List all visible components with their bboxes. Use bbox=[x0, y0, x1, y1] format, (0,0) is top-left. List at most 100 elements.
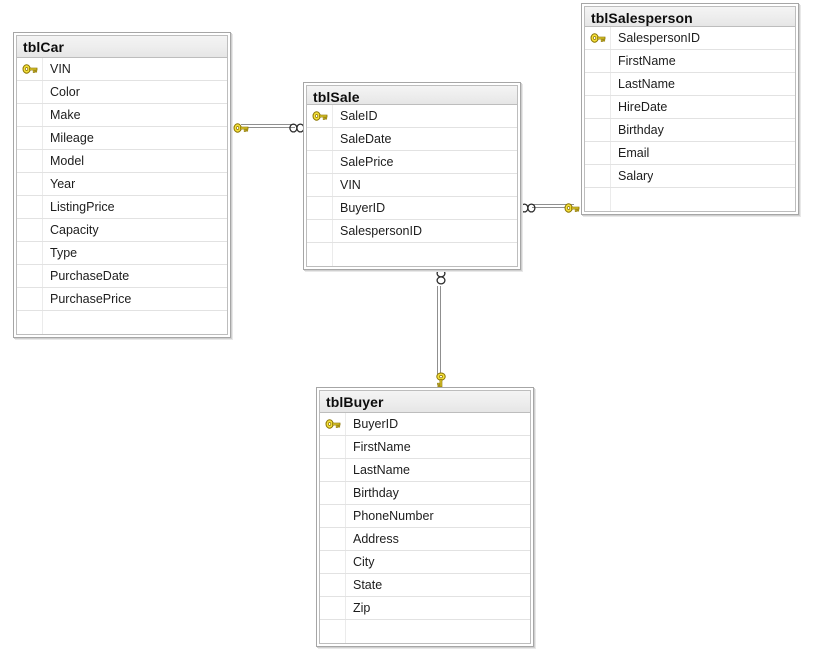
field-row[interactable]: HireDate bbox=[585, 96, 795, 119]
relationship-endpoint-infinity-many bbox=[432, 268, 450, 286]
field-row[interactable]: Zip bbox=[320, 597, 530, 620]
primary-key-gutter bbox=[307, 105, 333, 127]
field-row[interactable]: Birthday bbox=[585, 119, 795, 142]
field-row[interactable]: Address bbox=[320, 528, 530, 551]
table-title-tblBuyer[interactable]: tblBuyer bbox=[320, 391, 530, 413]
field-name: Make bbox=[50, 108, 81, 122]
field-row[interactable]: SalePrice bbox=[307, 151, 517, 174]
field-gutter bbox=[320, 574, 346, 596]
field-row[interactable]: LastName bbox=[320, 459, 530, 482]
field-row[interactable]: SalespersonID bbox=[585, 27, 795, 50]
field-row[interactable]: SalespersonID bbox=[307, 220, 517, 243]
primary-key-gutter bbox=[320, 413, 346, 435]
relationship-line bbox=[241, 124, 295, 128]
field-row[interactable]: State bbox=[320, 574, 530, 597]
field-row[interactable]: Model bbox=[17, 150, 227, 173]
field-gutter bbox=[17, 288, 43, 310]
field-row[interactable]: BuyerID bbox=[320, 413, 530, 436]
field-gutter bbox=[17, 196, 43, 218]
field-name: ListingPrice bbox=[50, 200, 115, 214]
field-name: LastName bbox=[353, 463, 410, 477]
key-icon bbox=[436, 372, 446, 388]
table-title-tblSalesperson[interactable]: tblSalesperson bbox=[585, 7, 795, 27]
field-name: PurchaseDate bbox=[50, 269, 130, 283]
relationship-endpoint-key-one bbox=[563, 199, 581, 217]
infinity-icon bbox=[436, 269, 446, 285]
field-gutter bbox=[320, 482, 346, 504]
key-icon bbox=[325, 419, 340, 429]
field-row[interactable]: Type bbox=[17, 242, 227, 265]
field-row[interactable]: LastName bbox=[585, 73, 795, 96]
field-row[interactable]: Year bbox=[17, 173, 227, 196]
field-row[interactable]: Email bbox=[585, 142, 795, 165]
field-row[interactable]: Birthday bbox=[320, 482, 530, 505]
field-gutter bbox=[320, 505, 346, 527]
field-row-empty[interactable] bbox=[585, 188, 795, 211]
field-gutter bbox=[585, 119, 611, 141]
field-row[interactable]: PurchasePrice bbox=[17, 288, 227, 311]
field-name: Birthday bbox=[353, 486, 399, 500]
field-row[interactable]: PhoneNumber bbox=[320, 505, 530, 528]
key-icon bbox=[312, 111, 327, 121]
table-title-tblCar[interactable]: tblCar bbox=[17, 36, 227, 58]
field-row-empty[interactable] bbox=[307, 243, 517, 266]
field-gutter bbox=[307, 243, 333, 266]
field-row[interactable]: BuyerID bbox=[307, 197, 517, 220]
field-row[interactable]: Color bbox=[17, 81, 227, 104]
primary-key-gutter bbox=[17, 58, 43, 80]
field-gutter bbox=[585, 165, 611, 187]
field-name: Model bbox=[50, 154, 85, 168]
field-gutter bbox=[320, 551, 346, 573]
field-name: Type bbox=[50, 246, 78, 260]
field-row[interactable]: ListingPrice bbox=[17, 196, 227, 219]
field-row[interactable]: Salary bbox=[585, 165, 795, 188]
field-name: Year bbox=[50, 177, 76, 191]
field-name: BuyerID bbox=[353, 417, 399, 431]
field-row[interactable]: VIN bbox=[17, 58, 227, 81]
field-gutter bbox=[17, 81, 43, 103]
field-gutter bbox=[307, 220, 333, 242]
field-row[interactable]: City bbox=[320, 551, 530, 574]
field-name: Birthday bbox=[618, 123, 664, 137]
field-gutter bbox=[307, 151, 333, 173]
relationship-line bbox=[437, 286, 441, 374]
field-row[interactable]: FirstName bbox=[585, 50, 795, 73]
field-row-empty[interactable] bbox=[17, 311, 227, 334]
field-row[interactable]: VIN bbox=[307, 174, 517, 197]
field-gutter bbox=[307, 197, 333, 219]
field-name: City bbox=[353, 555, 375, 569]
relationship-endpoint-key-one bbox=[232, 119, 250, 137]
field-name: FirstName bbox=[618, 54, 676, 68]
field-gutter bbox=[585, 50, 611, 72]
field-row[interactable]: Make bbox=[17, 104, 227, 127]
key-icon bbox=[22, 64, 37, 74]
field-row[interactable]: SaleID bbox=[307, 105, 517, 128]
field-name: PurchasePrice bbox=[50, 292, 132, 306]
relationship-endpoint-infinity-many bbox=[519, 199, 537, 217]
field-gutter bbox=[585, 188, 611, 211]
field-name: LastName bbox=[618, 77, 675, 91]
field-row[interactable]: Mileage bbox=[17, 127, 227, 150]
field-gutter bbox=[320, 620, 346, 643]
field-row[interactable]: SaleDate bbox=[307, 128, 517, 151]
field-gutter bbox=[17, 173, 43, 195]
field-name: VIN bbox=[340, 178, 361, 192]
field-gutter bbox=[585, 142, 611, 164]
field-row[interactable]: FirstName bbox=[320, 436, 530, 459]
relationship-endpoint-key-one bbox=[432, 371, 450, 389]
field-name: SaleID bbox=[340, 109, 378, 123]
field-name: HireDate bbox=[618, 100, 668, 114]
field-row[interactable]: PurchaseDate bbox=[17, 265, 227, 288]
key-icon bbox=[233, 123, 249, 133]
field-row-empty[interactable] bbox=[320, 620, 530, 643]
table-title-tblSale[interactable]: tblSale bbox=[307, 86, 517, 105]
field-row[interactable]: Capacity bbox=[17, 219, 227, 242]
